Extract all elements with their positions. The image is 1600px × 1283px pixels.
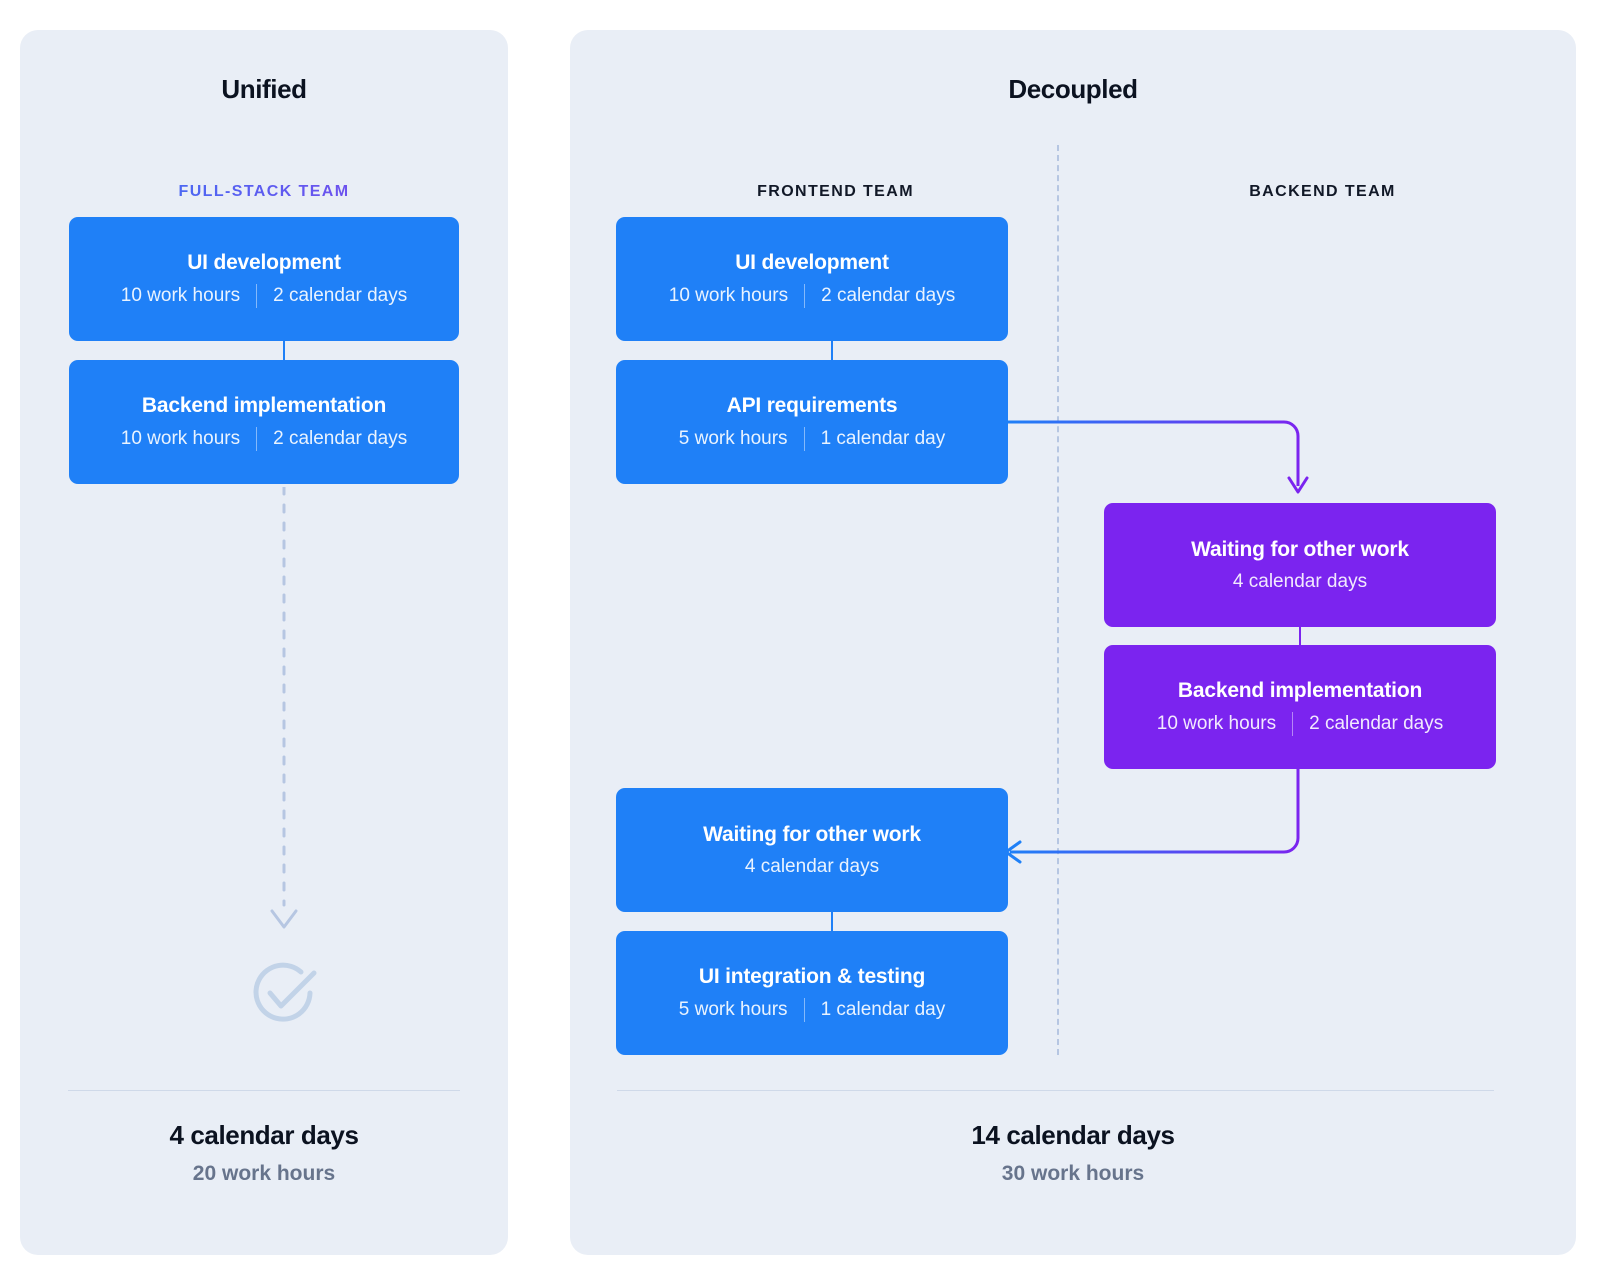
task-hours: 10 work hours — [1156, 712, 1277, 734]
task-title: Waiting for other work — [703, 822, 921, 846]
task-days: 1 calendar day — [820, 427, 946, 449]
task-stats: 5 work hours 1 calendar day — [678, 427, 946, 452]
task-box-ui-development-frontend[interactable]: UI development 10 work hours 2 calendar … — [616, 217, 1008, 341]
task-hours: 5 work hours — [678, 998, 788, 1020]
decoupled-footer-divider — [617, 1090, 1494, 1091]
unified-total-days: 4 calendar days — [169, 1120, 359, 1150]
task-stats: 4 calendar days — [1233, 571, 1367, 594]
unified-total-hours: 20 work hours — [192, 1162, 336, 1185]
task-days: 2 calendar days — [1309, 712, 1444, 734]
task-title: UI development — [187, 250, 341, 274]
task-hours: 10 work hours — [120, 284, 241, 306]
decoupled-total-hours: 30 work hours — [1001, 1162, 1145, 1185]
task-days: 4 calendar days — [744, 855, 880, 877]
decoupled-total-days: 14 calendar days — [971, 1120, 1175, 1150]
panel-decoupled: Decoupled FRONTEND TEAM BACKEND TEAM — [570, 30, 1576, 1255]
handoff-arrow-backend-to-frontend-icon — [1004, 768, 1300, 864]
task-hours: 10 work hours — [120, 427, 241, 449]
dashed-down-arrow-icon — [270, 487, 298, 929]
stats-separator — [1292, 712, 1294, 737]
task-title: Waiting for other work — [1191, 537, 1409, 561]
task-stats: 10 work hours 2 calendar days — [120, 427, 408, 452]
task-box-api-requirements[interactable]: API requirements 5 work hours 1 calendar… — [616, 360, 1008, 484]
task-title: UI development — [735, 250, 889, 274]
task-stats: 4 calendar days — [745, 856, 879, 879]
connector-frontend-2 — [831, 911, 833, 932]
connector-frontend-1 — [831, 340, 833, 361]
task-days: 2 calendar days — [273, 427, 408, 449]
task-stats: 10 work hours 2 calendar days — [1156, 712, 1444, 737]
team-label-frontend: FRONTEND TEAM — [757, 183, 914, 200]
task-days: 4 calendar days — [1232, 570, 1368, 592]
connector-unified-1 — [283, 340, 285, 361]
connector-backend-1 — [1299, 626, 1301, 647]
stats-separator — [256, 427, 258, 452]
panel-unified-title: Unified — [221, 74, 307, 104]
task-title: API requirements — [726, 393, 898, 417]
task-box-backend-implementation[interactable]: Backend implementation 10 work hours 2 c… — [1104, 645, 1496, 769]
check-circle-icon — [253, 962, 317, 1022]
task-title: Backend implementation — [141, 393, 387, 417]
task-days: 2 calendar days — [821, 284, 956, 306]
task-title: UI integration & testing — [698, 964, 926, 988]
team-label-full-stack: FULL-STACK TEAM — [20, 183, 508, 201]
task-days: 1 calendar day — [820, 998, 946, 1020]
stats-separator — [803, 427, 805, 452]
handoff-arrow-frontend-to-backend-icon — [1008, 420, 1309, 494]
task-stats: 10 work hours 2 calendar days — [668, 284, 956, 309]
stats-separator — [803, 998, 805, 1023]
task-box-waiting-frontend[interactable]: Waiting for other work 4 calendar days — [616, 788, 1008, 912]
task-stats: 10 work hours 2 calendar days — [120, 284, 408, 309]
task-box-waiting-backend[interactable]: Waiting for other work 4 calendar days — [1104, 503, 1496, 627]
task-box-ui-development-unified[interactable]: UI development 10 work hours 2 calendar … — [69, 217, 459, 341]
unified-footer-divider — [68, 1090, 460, 1091]
task-title: Backend implementation — [1177, 678, 1423, 702]
task-box-ui-integration-testing[interactable]: UI integration & testing 5 work hours 1 … — [616, 931, 1008, 1055]
task-stats: 5 work hours 1 calendar day — [678, 998, 946, 1023]
stats-separator — [256, 284, 258, 309]
team-column-divider — [1057, 145, 1059, 1055]
task-hours: 5 work hours — [678, 427, 788, 449]
task-days: 2 calendar days — [273, 284, 408, 306]
task-hours: 10 work hours — [668, 284, 789, 306]
team-label-backend: BACKEND TEAM — [1249, 183, 1396, 200]
task-box-backend-implementation-unified[interactable]: Backend implementation 10 work hours 2 c… — [69, 360, 459, 484]
stats-separator — [804, 284, 806, 309]
panel-decoupled-title: Decoupled — [1008, 74, 1138, 104]
